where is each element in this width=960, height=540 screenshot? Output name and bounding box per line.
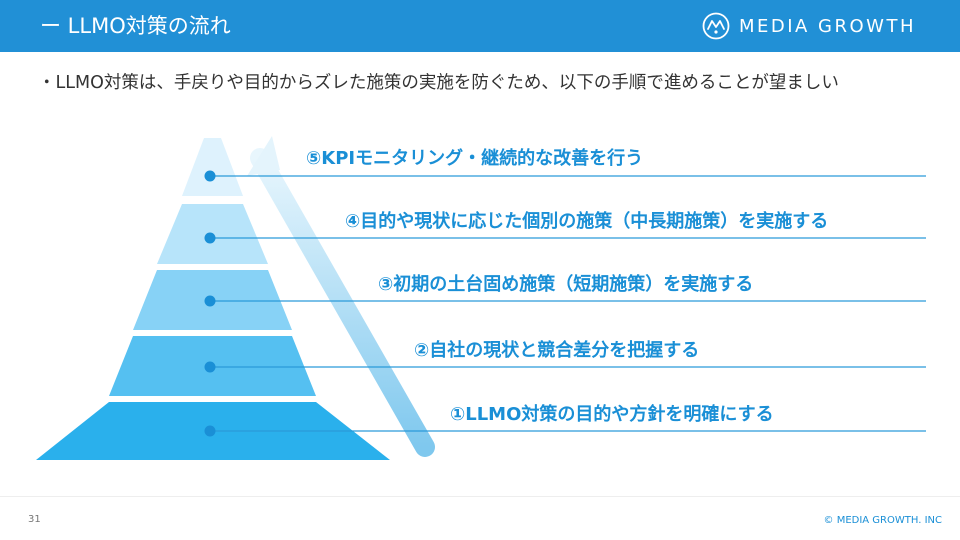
- logo-text: MEDIA GROWTH: [738, 15, 916, 37]
- logo: MEDIA GROWTH: [702, 11, 916, 41]
- page-title: ー LLMO対策の流れ: [40, 14, 231, 38]
- step-label-3: ③初期の土台固め施策（短期施策）を実施する: [378, 274, 754, 295]
- pyramid-tier-5: [182, 138, 243, 196]
- page-number: 31: [28, 514, 41, 525]
- media-growth-logo-icon: [702, 12, 730, 40]
- footer-divider: [0, 496, 960, 497]
- step-dot-4: [204, 232, 216, 244]
- step-label-5: ⑤KPIモニタリング・継続的な改善を行う: [306, 148, 644, 169]
- step-dot-5: [204, 170, 216, 182]
- step-label-4: ④目的や現状に応じた個別の施策（中長期施策）を実施する: [345, 211, 829, 232]
- copyright: © MEDIA GROWTH. INC: [823, 515, 942, 526]
- step-dot-1: [204, 425, 216, 437]
- header-bar: ー LLMO対策の流れ MEDIA GROWTH: [0, 0, 960, 52]
- step-label-1: ①LLMO対策の目的や方針を明確にする: [450, 404, 774, 425]
- intro-text: ・LLMO対策は、手戻りや目的からズレた施策の実施を防ぐため、以下の手順で進める…: [38, 73, 839, 93]
- step-dot-2: [204, 361, 216, 373]
- progress-arrow: [250, 148, 435, 457]
- progress-arrow-head: [247, 136, 280, 176]
- step-dot-3: [204, 295, 216, 307]
- step-label-2: ②自社の現状と競合差分を把握する: [414, 340, 700, 361]
